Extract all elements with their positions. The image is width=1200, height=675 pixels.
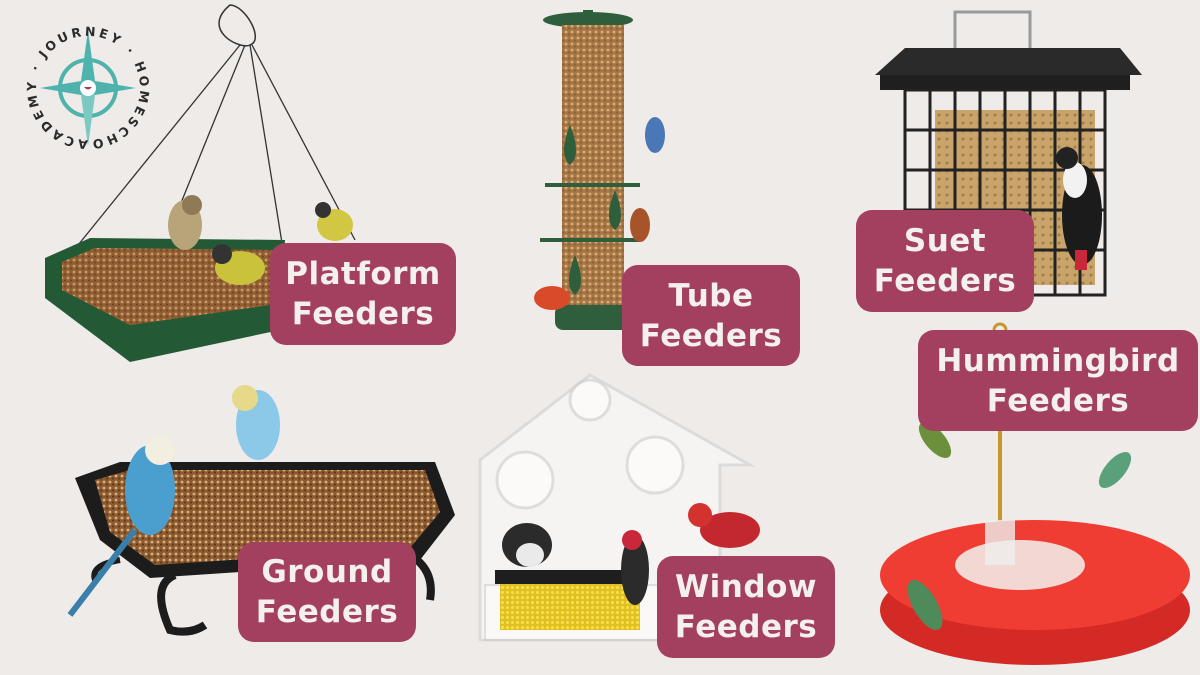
label-line-1: Window: [674, 569, 817, 605]
platform-feeder-image: [45, 4, 356, 362]
label-line-2: Feeders: [674, 609, 818, 645]
label-line-2: Feeders: [639, 317, 783, 354]
label-line-2: Feeders: [255, 594, 399, 630]
logo-text: ACADEMY · JOURNEY · HOMESCHOOL: [0, 0, 149, 152]
label-line-1: Suet: [903, 223, 987, 259]
label-line-1: Tube: [668, 277, 754, 314]
hummingbird-feeder-image: [880, 322, 1190, 665]
label-line-1: Hummingbird: [936, 342, 1180, 379]
label-line-2: Feeders: [873, 263, 1017, 299]
label-ground-feeders: Ground Feeders: [238, 542, 416, 642]
tube-feeder-image: [534, 10, 665, 330]
journey-homeschool-academy-logo: ACADEMY · JOURNEY · HOMESCHOOL: [0, 0, 152, 152]
label-window-feeders: Window Feeders: [657, 556, 835, 658]
label-line-2: Feeders: [986, 382, 1130, 419]
svg-text:ACADEMY · JOURNEY · HOMESCHOOL: ACADEMY · JOURNEY · HOMESCHOOL: [0, 0, 152, 152]
label-tube-feeders: Tube Feeders: [622, 265, 800, 366]
label-suet-feeders: Suet Feeders: [856, 210, 1034, 312]
label-hummingbird-feeders: Hummingbird Feeders: [918, 330, 1198, 431]
label-line-1: Platform: [285, 256, 441, 292]
label-line-2: Feeders: [291, 296, 435, 332]
label-platform-feeders: Platform Feeders: [270, 243, 456, 345]
label-line-1: Ground: [261, 554, 393, 590]
